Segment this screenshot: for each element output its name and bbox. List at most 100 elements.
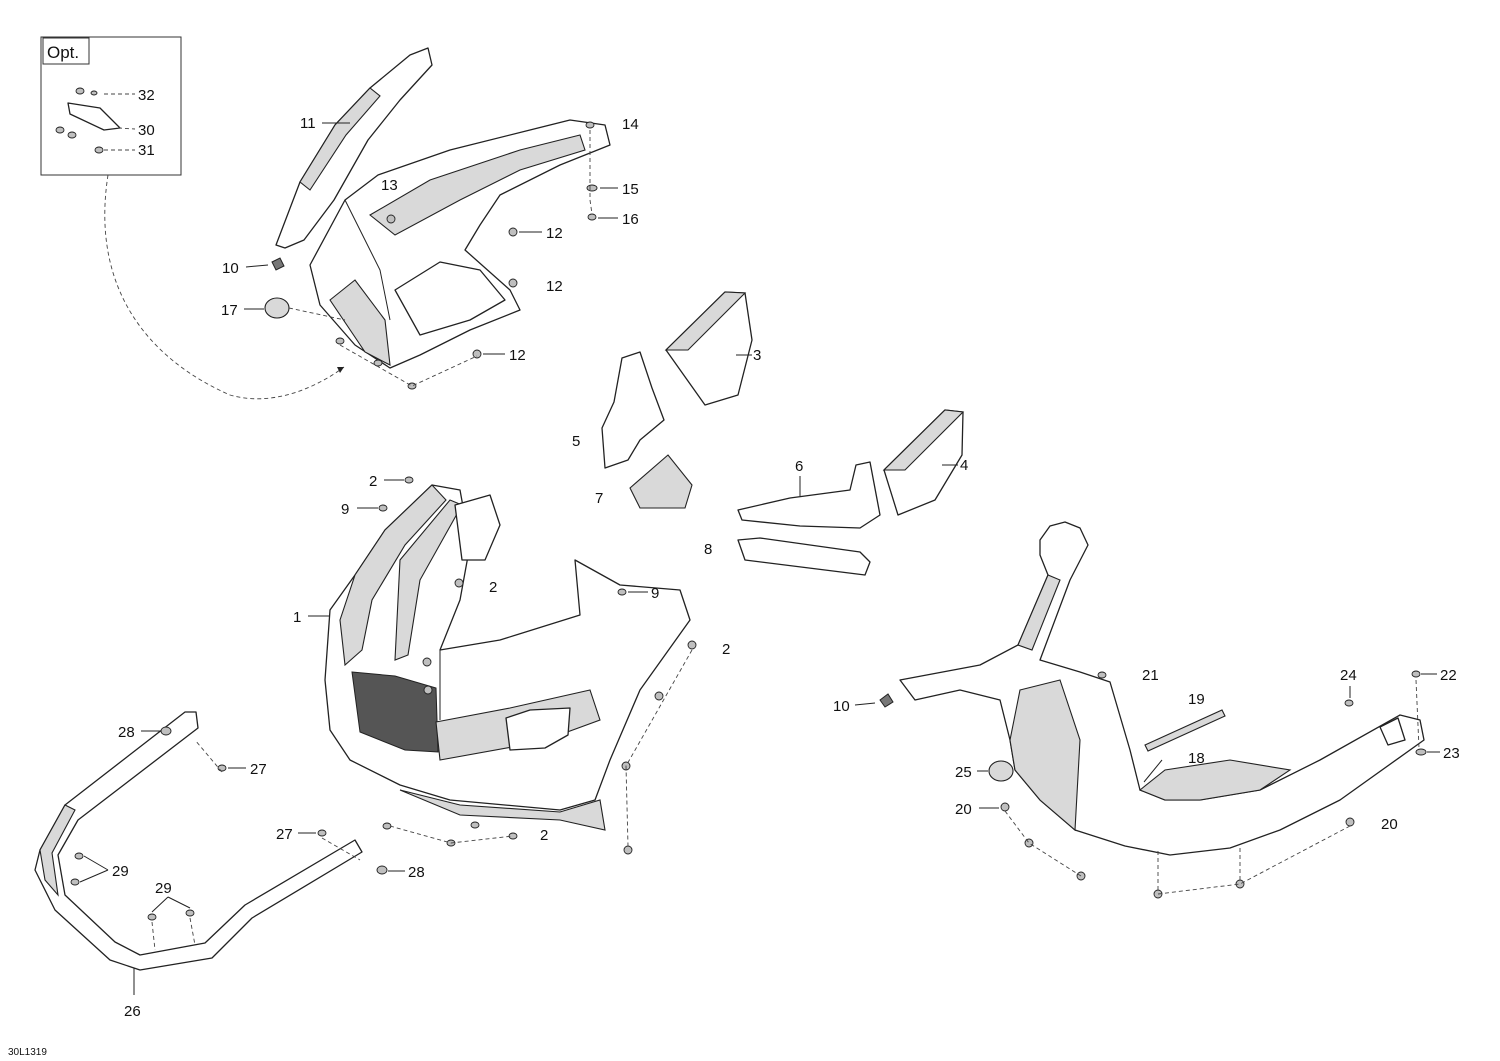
nut-13 [386,214,396,224]
screw-21 [1097,671,1107,679]
callout-27b: 27 [276,826,293,843]
belly-pan-upright [1017,574,1061,651]
screw-bottom-a [335,337,345,345]
upper-body-opening [394,261,506,336]
dash-14-16 [589,130,593,215]
callout-29b: 29 [155,880,172,897]
callout-2d: 2 [540,827,548,844]
nose-light-housing [505,707,571,751]
callout-8: 8 [704,541,712,558]
inset-frame [40,36,182,176]
callout-25: 25 [955,764,972,781]
belly-pan-body [899,521,1425,856]
nut-2c [422,657,432,667]
callout-1: 1 [293,609,301,626]
leader-29b [151,896,191,913]
nut-20a [1000,802,1010,812]
nut-28a [160,726,172,736]
upper-body-crease [344,199,391,321]
belly-pan-tab [1379,717,1406,746]
upper-fairing-assembly [264,47,611,390]
callout-5: 5 [572,433,580,450]
pad-3-top [664,291,747,351]
screw-2k [470,821,480,829]
callout-32: 32 [138,87,155,104]
callout-9b: 9 [651,585,659,602]
dash-27b [321,837,361,861]
inset-reference-line [104,174,345,400]
upper-body-top-panel [369,134,586,236]
screw-part-31b [67,131,77,139]
nut-part-32 [90,90,98,96]
callout-14: 14 [622,116,639,133]
upper-body-side [329,279,391,366]
callout-13: 13 [381,177,398,194]
screw-part-31a [55,126,65,134]
callout-28a: 28 [118,724,135,741]
callout-17: 17 [221,302,238,319]
screw-2i [382,822,392,830]
pad-5 [601,351,665,469]
nut-12b [508,278,518,288]
nut-12a [508,227,518,237]
callout-19: 19 [1188,691,1205,708]
nut-12c [472,349,482,359]
callout-26: 26 [124,1003,141,1020]
callout-27a: 27 [250,761,267,778]
callout-2c: 2 [722,641,730,658]
callout-31: 31 [138,142,155,159]
callout-11: 11 [300,115,316,132]
rivet-29a [74,852,84,860]
clip-10a [271,257,285,271]
callout-24: 24 [1340,667,1357,684]
nose-center-rib [394,499,463,661]
belly-pan-floor [1138,759,1292,801]
upper-body [309,119,611,369]
front-bumper-assembly [34,711,388,971]
leader-18 [1143,759,1163,783]
pads-group [601,291,965,576]
leader-30 [117,127,136,130]
dash-right-nuts [625,649,693,847]
seal-strip-19 [1144,709,1226,752]
nut-2f [654,691,664,701]
callout-30: 30 [138,122,155,139]
dash-29c [151,921,156,951]
callout-2a: 2 [369,473,377,490]
nut-20b [1024,838,1034,848]
rivet-29b [70,878,80,886]
opt-tag [42,37,90,65]
callout-16: 16 [622,211,639,228]
grille-mesh [351,671,439,753]
callout-22: 22 [1440,667,1457,684]
leader-10b [854,702,876,706]
mirror-bracket-30 [67,102,121,131]
callout-28b: 28 [408,864,425,881]
callout-2b: 2 [489,579,497,596]
callout-20b: 20 [1381,816,1398,833]
nut-2d [423,685,433,695]
dash-22-23 [1415,679,1420,749]
bumper-bar-side [39,804,76,897]
nut-2e [687,640,697,650]
callout-15: 15 [622,181,639,198]
callout-29a: 29 [112,863,129,880]
callout-9a: 9 [341,501,349,518]
dash-bottom-screws [389,825,514,844]
rivet-29c [147,913,157,921]
callout-20a: 20 [955,801,972,818]
leader-10a [245,264,269,268]
pad-7 [629,454,693,509]
front-nose-assembly [324,476,697,855]
pad-4-top [882,409,965,471]
screw-bottom-b [373,359,383,367]
bolt-27a [217,764,227,772]
callout-6: 6 [795,458,803,475]
nut-2h [623,845,633,855]
nose-headlight-mount [454,494,501,561]
front-nose-body [324,484,691,811]
clip-10b [879,693,894,708]
callout-3: 3 [753,347,761,364]
pad-8 [737,537,871,576]
